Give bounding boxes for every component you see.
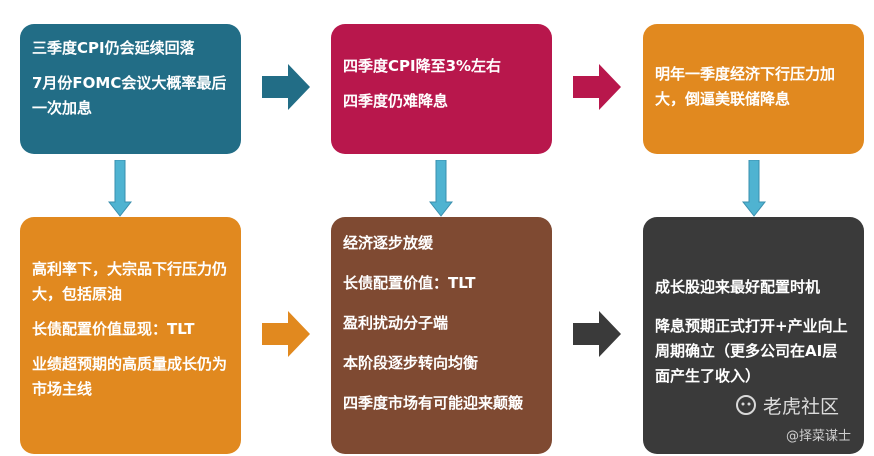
- box-text: 明年一季度经济下行压力加大，倒逼美联储降息: [655, 65, 836, 108]
- down-arrow-icon: [429, 160, 453, 217]
- box-text: 业绩超预期的高质量成长仍为市场主线: [32, 355, 228, 398]
- box-text: 三季度CPI仍会延续回落: [32, 39, 195, 57]
- box-text: 本阶段逐步转向均衡: [343, 354, 479, 372]
- step-box-q3-cpi: 三季度CPI仍会延续回落 7月份FOMC会议大概率最后一次加息: [20, 24, 241, 154]
- step-box-next-q1: 明年一季度经济下行压力加大，倒逼美联储降息: [643, 24, 864, 154]
- right-arrow-icon: [573, 64, 621, 110]
- right-arrow-icon: [573, 311, 621, 357]
- box-text: 成长股迎来最好配置时机: [655, 278, 821, 296]
- box-text: 四季度市场有可能迎来颠簸: [343, 394, 524, 412]
- down-arrow-icon: [742, 160, 766, 217]
- down-arrow-icon: [108, 160, 132, 217]
- outcome-box-commodities: 高利率下，大宗品下行压力仍大，包括原油 长债配置价值显现：TLT 业绩超预期的高…: [20, 217, 241, 454]
- box-text: 四季度CPI降至3%左右: [343, 57, 502, 75]
- box-text: 降息预期正式打开+产业向上周期确立（更多公司在AI层面产生了收入）: [655, 317, 848, 385]
- outcome-box-growth-stocks: 成长股迎来最好配置时机 降息预期正式打开+产业向上周期确立（更多公司在AI层面产…: [643, 217, 864, 454]
- box-text: 盈利扰动分子端: [343, 314, 449, 332]
- right-arrow-icon: [262, 64, 310, 110]
- box-text: 四季度仍难降息: [343, 92, 449, 110]
- right-arrow-icon: [262, 311, 310, 357]
- tiger-logo-icon: [736, 395, 756, 415]
- watermark-brand: 老虎社区: [763, 396, 840, 418]
- box-text: 长债配置价值显现：TLT: [32, 320, 195, 338]
- box-text: 长债配置价值：TLT: [343, 274, 476, 292]
- step-box-q4-cpi: 四季度CPI降至3%左右 四季度仍难降息: [331, 24, 552, 154]
- watermark-author: @择菜谋士: [786, 429, 852, 444]
- outcome-box-slowdown: 经济逐步放缓 长债配置价值：TLT 盈利扰动分子端 本阶段逐步转向均衡 四季度市…: [331, 217, 552, 454]
- box-text: 经济逐步放缓: [343, 234, 434, 252]
- box-text: 高利率下，大宗品下行压力仍大，包括原油: [32, 260, 228, 303]
- box-text: 7月份FOMC会议大概率最后一次加息: [32, 74, 227, 117]
